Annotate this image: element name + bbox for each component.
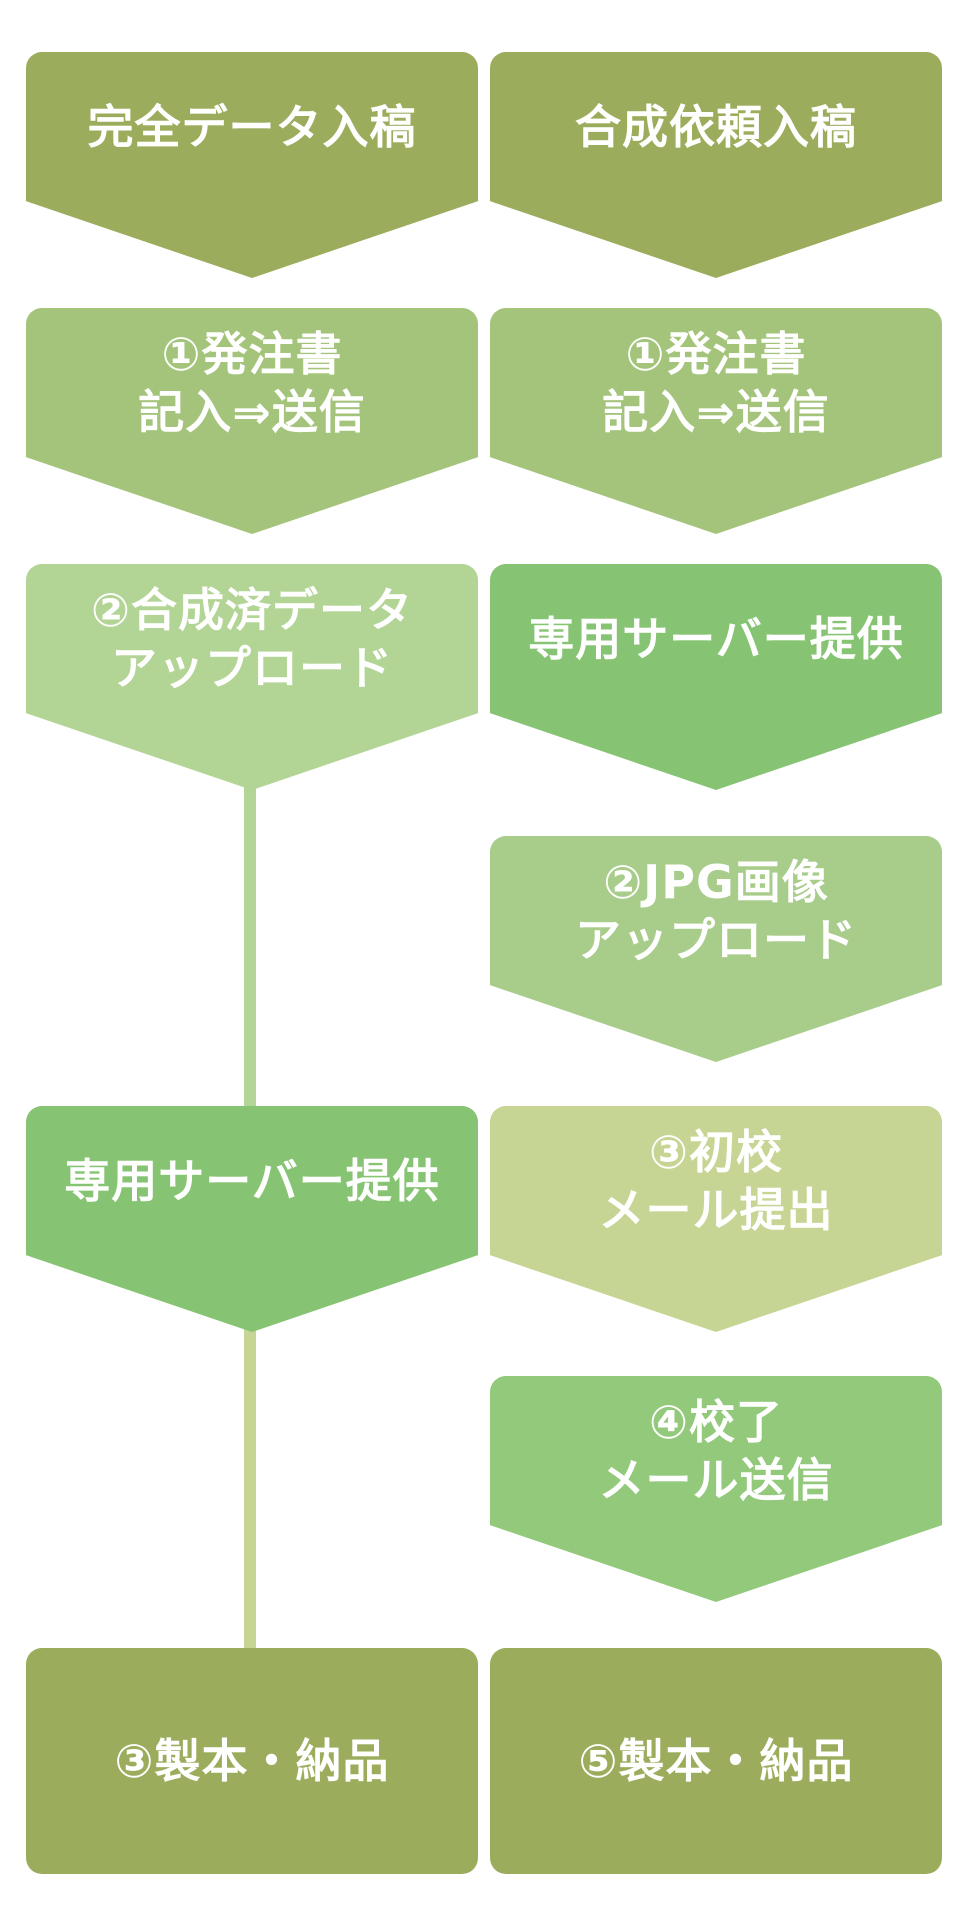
right-step3-label: ③初校 メール提出 bbox=[598, 1125, 834, 1237]
right-step1-node: ①発注書 記入⇒送信 bbox=[490, 308, 942, 534]
right-step2-label: ②JPG画像 アップロード bbox=[575, 855, 857, 967]
left-step1-node: ①発注書 記入⇒送信 bbox=[26, 308, 478, 534]
left-server-label: 専用サーバー提供 bbox=[64, 1154, 440, 1208]
right-step3-node: ③初校 メール提出 bbox=[490, 1106, 942, 1332]
right-step1-label: ①発注書 記入⇒送信 bbox=[602, 327, 830, 439]
left-final-node: ③製本・納品 bbox=[26, 1648, 478, 1874]
right-step2-node: ②JPG画像 アップロード bbox=[490, 836, 942, 1062]
right-header-label: 合成依頼入稿 bbox=[575, 100, 857, 154]
right-final-label: ⑤製本・納品 bbox=[578, 1734, 854, 1788]
left-step1-label: ①発注書 記入⇒送信 bbox=[138, 327, 366, 439]
left-final-label: ③製本・納品 bbox=[114, 1734, 390, 1788]
left-step2-label: ②合成済データ アップロード bbox=[91, 583, 413, 695]
connector-line-upper bbox=[244, 760, 256, 1120]
left-step2-node: ②合成済データ アップロード bbox=[26, 564, 478, 790]
left-server-node: 専用サーバー提供 bbox=[26, 1106, 478, 1332]
right-server-node: 専用サーバー提供 bbox=[490, 564, 942, 790]
left-header-node: 完全データ入稿 bbox=[26, 52, 478, 278]
right-server-label: 専用サーバー提供 bbox=[528, 612, 904, 666]
right-step4-label: ④校了 メール送信 bbox=[598, 1395, 834, 1507]
right-final-node: ⑤製本・納品 bbox=[490, 1648, 942, 1874]
left-header-label: 完全データ入稿 bbox=[87, 100, 417, 154]
right-step4-node: ④校了 メール送信 bbox=[490, 1376, 942, 1602]
right-header-node: 合成依頼入稿 bbox=[490, 52, 942, 278]
connector-line-lower bbox=[244, 1300, 256, 1680]
